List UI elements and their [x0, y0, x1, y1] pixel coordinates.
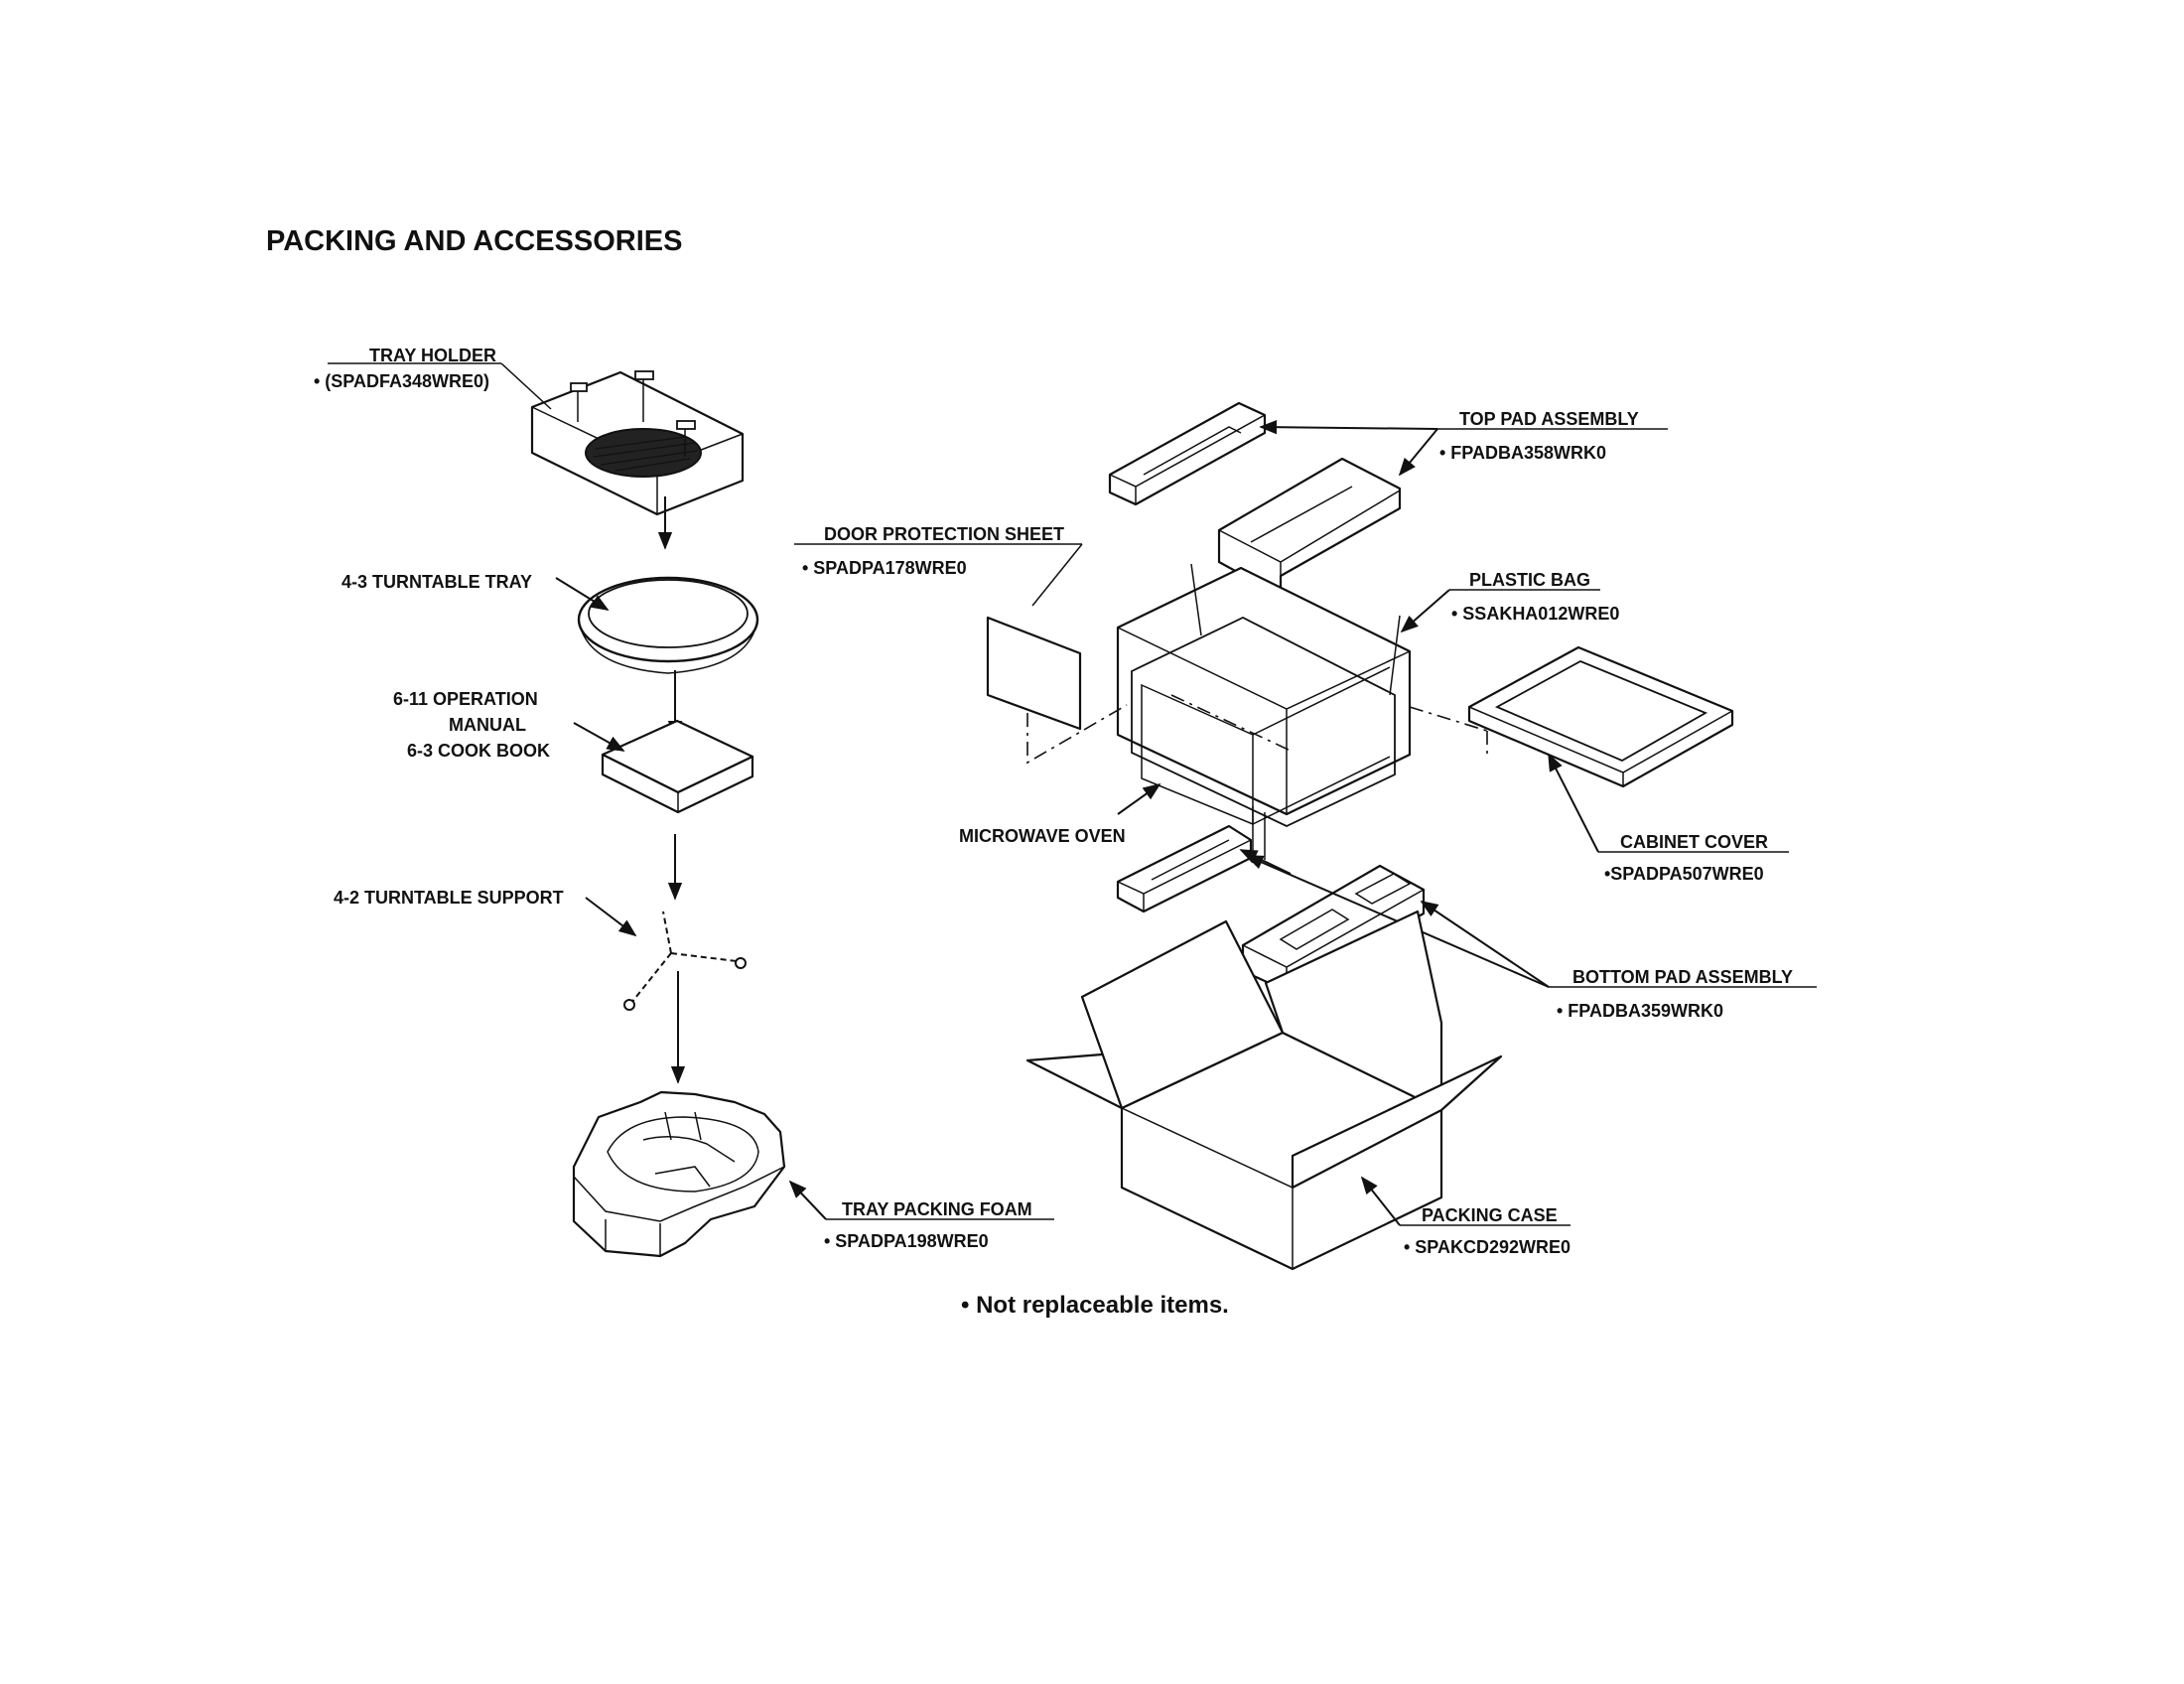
door-protection-sheet-name: DOOR PROTECTION SHEET	[824, 524, 1064, 544]
plastic-bag-part	[1116, 563, 1412, 860]
door-protection-sheet-code: • SPADPA178WRE0	[802, 558, 967, 578]
turntable-support-part	[623, 911, 747, 1011]
tray-holder-code: • (SPADFA348WRE0)	[314, 371, 489, 391]
tray-packing-foam-code: • SPADPA198WRE0	[824, 1231, 989, 1251]
plastic-bag-name: PLASTIC BAG	[1469, 570, 1590, 590]
operation-manual-line2: MANUAL	[449, 715, 526, 735]
bottom-pad-left-part	[1116, 824, 1253, 913]
page-title: PACKING AND ACCESSORIES	[266, 225, 682, 257]
tray-holder-part	[530, 370, 745, 516]
cabinet-cover-part	[1409, 645, 1734, 788]
not-replaceable-note: • Not replaceable items.	[961, 1292, 1229, 1319]
microwave-oven-label: MICROWAVE OVEN	[959, 826, 1126, 846]
top-pad-assembly-code: • FPADBA358WRK0	[1439, 443, 1606, 463]
top-pad-rear-part	[1108, 401, 1267, 506]
cook-book-label: 6-3 COOK BOOK	[407, 741, 550, 761]
turntable-tray-part	[577, 576, 759, 674]
cabinet-cover-code: •SPADPA507WRE0	[1604, 864, 1764, 884]
bottom-pad-assembly-code: • FPADBA359WRK0	[1557, 1001, 1723, 1021]
packing-case-part	[1025, 910, 1503, 1271]
plastic-bag-code: • SSAKHA012WRE0	[1451, 604, 1619, 624]
turntable-support-label: 4-2 TURNTABLE SUPPORT	[334, 888, 564, 908]
packing-case-code: • SPAKCD292WRE0	[1404, 1237, 1570, 1257]
top-pad-front-part	[1217, 457, 1402, 598]
operation-manual-line1: 6-11 OPERATION	[393, 689, 538, 709]
operation-manual-part	[601, 719, 754, 814]
tray-holder-name: TRAY HOLDER	[369, 346, 496, 365]
packing-case-name: PACKING CASE	[1422, 1205, 1558, 1225]
tray-packing-foam-name: TRAY PACKING FOAM	[842, 1199, 1032, 1219]
door-protection-sheet-part	[986, 616, 1128, 765]
microwave-oven-part	[1141, 666, 1391, 826]
top-pad-assembly-name: TOP PAD ASSEMBLY	[1459, 409, 1639, 429]
cabinet-cover-name: CABINET COVER	[1620, 832, 1768, 852]
tray-packing-foam-part	[572, 1090, 786, 1258]
turntable-tray-label: 4-3 TURNTABLE TRAY	[341, 572, 532, 592]
bottom-pad-assembly-name: BOTTOM PAD ASSEMBLY	[1572, 967, 1793, 987]
